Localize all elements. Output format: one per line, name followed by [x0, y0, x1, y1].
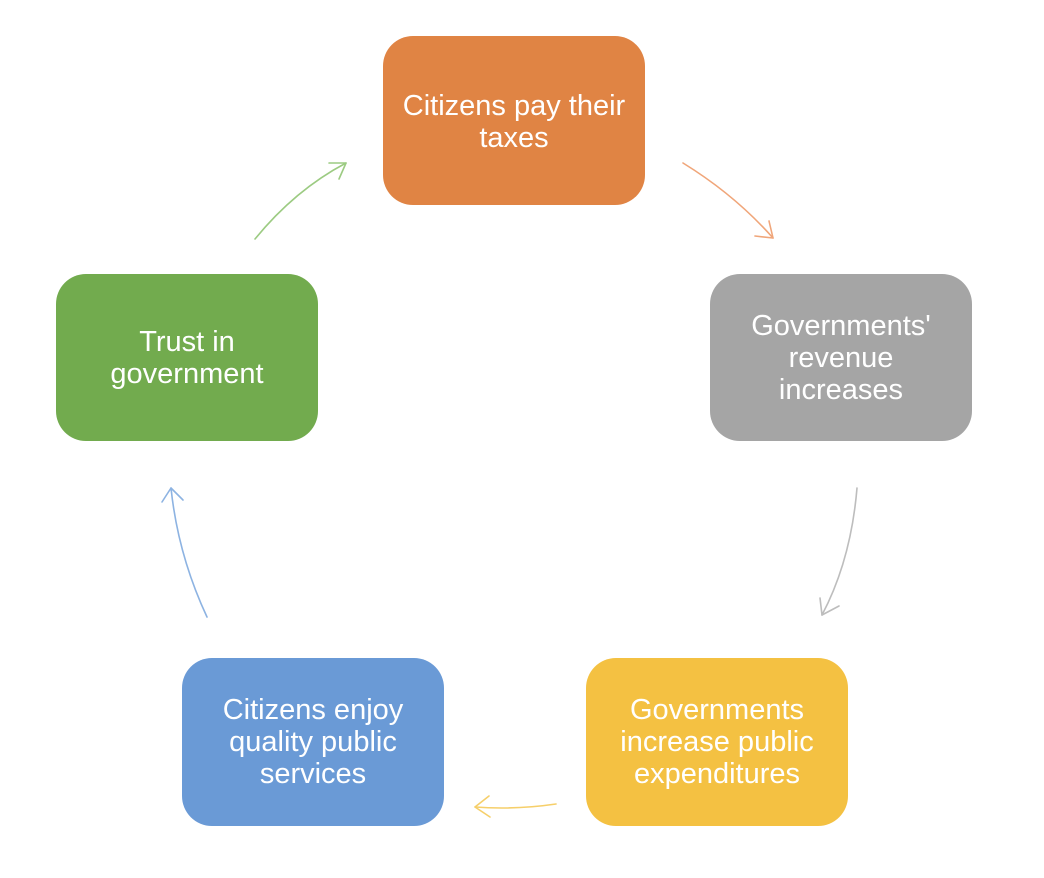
- node-label: Citizens pay their taxes: [402, 90, 626, 154]
- node-label: Citizens enjoy quality public services: [222, 694, 404, 790]
- node-label: Governments' revenue increases: [751, 309, 931, 406]
- arrow-trust-to-taxes: [254, 162, 347, 240]
- node-revenue-increases: Governments' revenue increases: [710, 274, 972, 441]
- node-label: Trust in government: [110, 325, 264, 390]
- arrow-taxes-to-revenue: [682, 162, 774, 239]
- node-trust-government: Trust in government: [56, 274, 318, 441]
- node-increase-expenditures: Governments increase public expenditures: [586, 658, 848, 826]
- node-citizens-pay-taxes: Citizens pay their taxes: [383, 36, 645, 205]
- node-label: Governments increase public expenditures: [620, 694, 814, 790]
- arrow-revenue-to-expenditures: [819, 487, 858, 616]
- arrow-services-to-trust: [161, 487, 208, 618]
- node-quality-services: Citizens enjoy quality public services: [182, 658, 444, 826]
- arrow-expenditures-to-services: [474, 795, 557, 818]
